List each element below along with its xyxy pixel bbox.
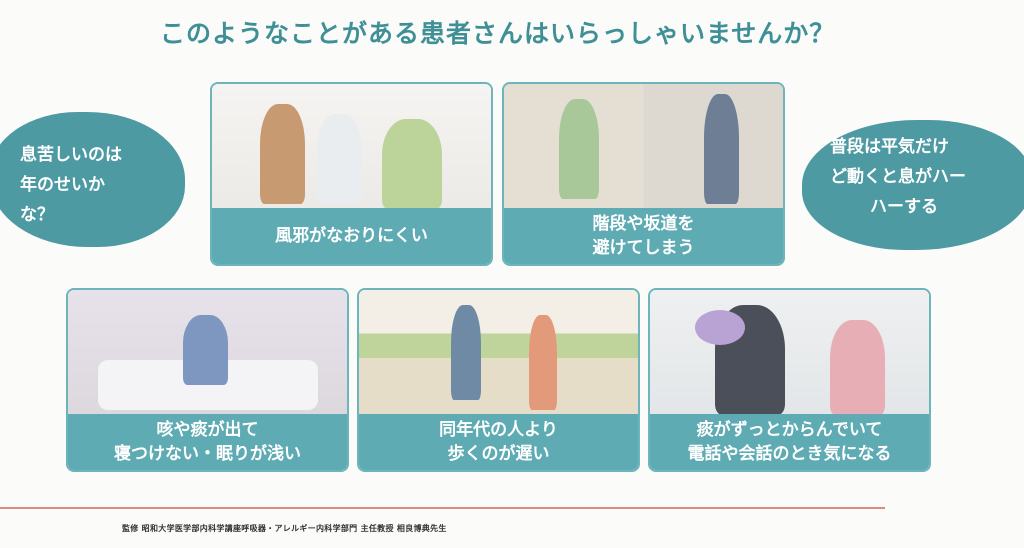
thought-cloud-right: 普段は平気だけ ど動くと息がハー ハーする xyxy=(802,120,1024,250)
supervisor-credit: 監修 昭和大学医学部内科学講座呼吸器・アレルギー内科学部門 主任教授 相良博典先… xyxy=(122,524,447,533)
cloud-text: 年のせいか xyxy=(20,175,105,195)
symptom-card-stairs: 階段や坂道を避けてしまう xyxy=(502,82,785,266)
card-label: 避けてしまう xyxy=(592,238,695,258)
card-label: 咳や痰が出て xyxy=(156,420,259,440)
symptom-card-cough: 咳や痰が出て寝つけない・眠りが浅い xyxy=(66,288,349,472)
thought-cloud-left: 息苦しいのは 年のせいか な？ xyxy=(0,112,185,247)
illustration-stairs xyxy=(504,84,783,208)
cloud-text: 普段は平気だけ xyxy=(830,137,949,157)
page-title: このようなことがある患者さんはいらっしゃいませんか？ xyxy=(160,19,836,48)
divider-rule xyxy=(0,507,885,509)
illustration-cold xyxy=(212,84,491,209)
illustration-office xyxy=(650,290,929,415)
symptom-card-phlegm: 痰がずっとからんでいて電話や会話のとき気になる xyxy=(648,288,931,472)
illustration-bed xyxy=(68,290,347,414)
card-label: 寝つけない・眠りが浅い xyxy=(114,444,301,464)
cloud-text: ど動くと息がハー xyxy=(830,167,966,187)
cloud-text: な？ xyxy=(20,205,54,225)
card-label: 電話や会話のとき気になる xyxy=(687,444,892,464)
card-label: 痰がずっとからんでいて xyxy=(696,420,883,440)
cloud-text: ハーする xyxy=(870,197,938,217)
card-label: 風邪がなおりにくい xyxy=(275,226,428,246)
illustration-walking xyxy=(359,290,638,414)
card-label: 階段や坂道を xyxy=(592,214,695,234)
card-label: 歩くのが遅い xyxy=(447,444,550,464)
symptom-card-walking: 同年代の人より歩くのが遅い xyxy=(357,288,640,472)
cloud-text: 息苦しいのは xyxy=(20,145,122,165)
symptom-card-cold: 風邪がなおりにくい xyxy=(210,82,493,266)
card-label: 同年代の人より xyxy=(439,420,558,440)
